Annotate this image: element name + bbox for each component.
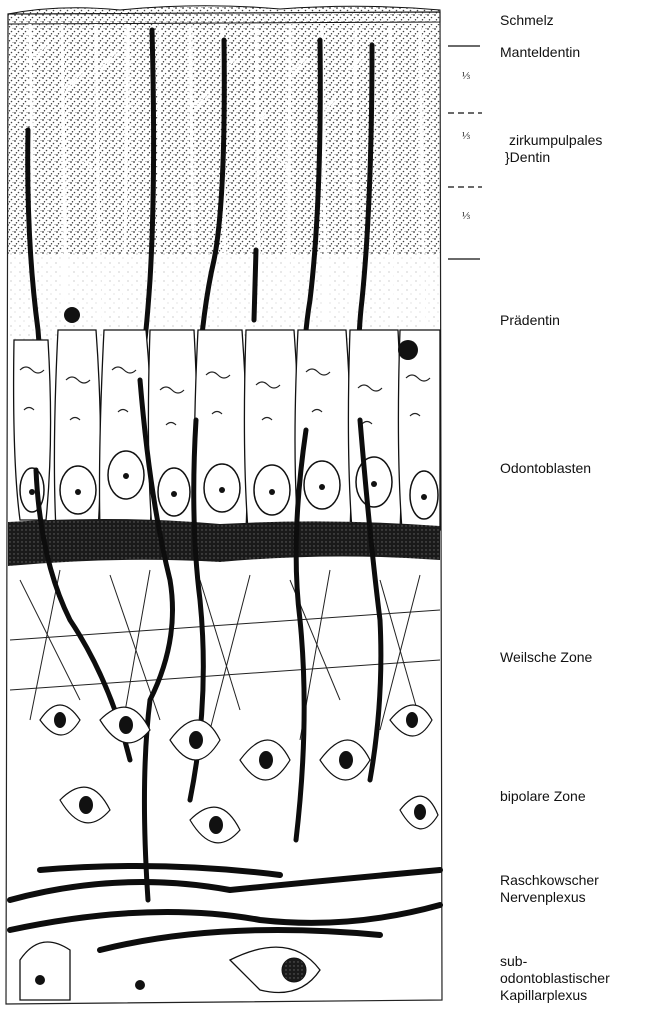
label-raschkow-line2: Nervenplexus xyxy=(500,889,599,906)
fraction-third-3: ⅓ xyxy=(462,210,470,222)
label-weilsche-zone: Weilsche Zone xyxy=(500,649,592,666)
label-odontoblasten: Odontoblasten xyxy=(500,460,591,477)
label-sub-line3: Kapillarplexus xyxy=(500,987,610,1004)
label-manteldentin: Manteldentin xyxy=(500,44,580,61)
label-sub-line1: sub- xyxy=(500,953,610,970)
label-kapillarplexus: sub- odontoblastischer Kapillarplexus xyxy=(500,953,610,1004)
label-zirkum-line1: zirkumpulpales xyxy=(505,132,602,149)
label-bipolare-zone: bipolare Zone xyxy=(500,788,586,805)
label-raschkow-line1: Raschkowscher xyxy=(500,872,599,889)
label-praedentin: Prädentin xyxy=(500,312,560,329)
fraction-third-2: ⅓ xyxy=(462,130,470,142)
label-schmelz: Schmelz xyxy=(500,12,554,29)
label-zirkumpulpales-dentin: zirkumpulpales }Dentin xyxy=(505,132,602,166)
label-zirkum-line2: }Dentin xyxy=(505,149,602,166)
label-sub-line2: odontoblastischer xyxy=(500,970,610,987)
label-raschkow-plexus: Raschkowscher Nervenplexus xyxy=(500,872,599,906)
fraction-third-1: ⅓ xyxy=(462,70,470,82)
